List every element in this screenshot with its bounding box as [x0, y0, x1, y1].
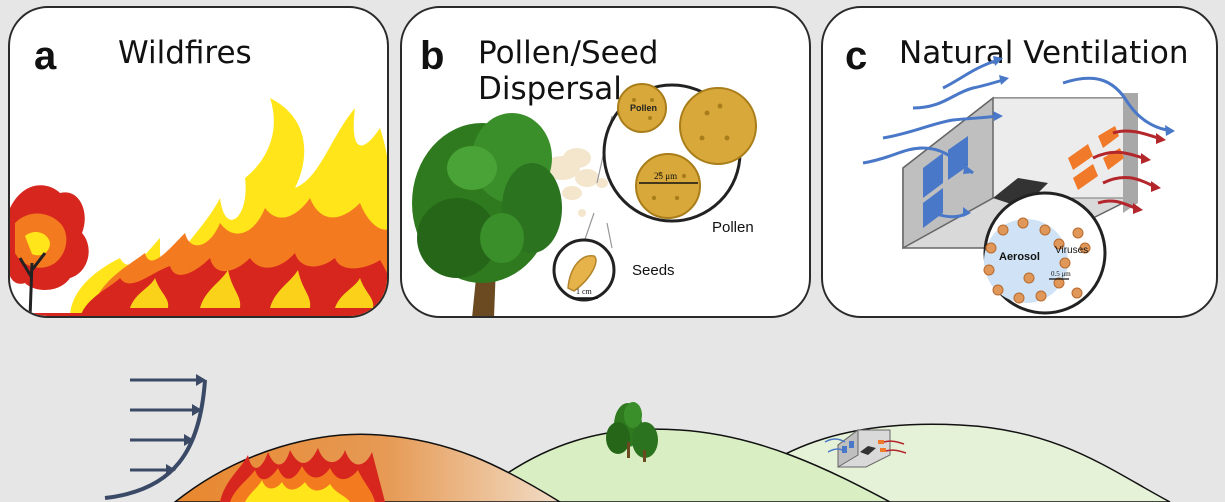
- pollen-caption: Pollen: [712, 219, 754, 236]
- seeds-caption: Seeds: [632, 262, 675, 279]
- panel-wildfires: a Wildfires: [8, 6, 389, 318]
- virus-scale-label: 0.5 μm: [1051, 270, 1071, 278]
- panel-pollen-seed-dispersal: b Pollen/Seed Dispersal: [400, 6, 811, 318]
- pollen-seed-illustration: Pollen 25 μm Pollen 1 cm Seeds: [402, 8, 811, 318]
- wind-profile: [105, 374, 206, 498]
- panel-natural-ventilation: c Natural Ventilation: [821, 6, 1218, 318]
- seed-scale-label: 1 cm: [576, 287, 593, 296]
- viruses-label: Viruses: [1055, 245, 1088, 256]
- wildfire-illustration: [10, 8, 389, 318]
- pollen-scale-label: 25 μm: [654, 171, 677, 181]
- pollen-grain-label: Pollen: [630, 103, 657, 113]
- aerosol-label: Aerosol: [999, 251, 1040, 263]
- tree-canopy: [412, 113, 562, 283]
- landscape-scene: [0, 330, 1225, 502]
- ventilation-illustration: Aerosol Viruses 0.5 μm: [823, 8, 1218, 318]
